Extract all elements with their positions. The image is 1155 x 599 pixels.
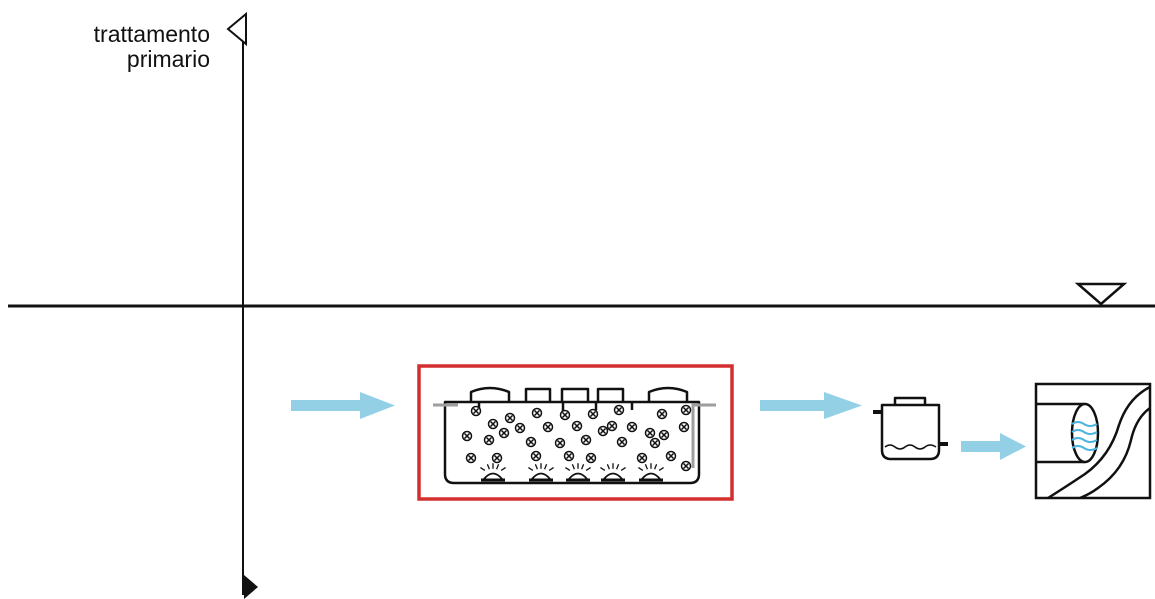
bubble — [616, 436, 628, 448]
bubble — [680, 460, 692, 472]
bubble — [656, 408, 668, 420]
bubble — [636, 452, 648, 464]
bubble — [597, 425, 609, 437]
settling-tank-icon — [873, 396, 948, 461]
water-flow-lines — [1071, 421, 1098, 451]
highlight-box — [417, 364, 734, 501]
diffuser — [528, 463, 554, 482]
bubble — [531, 407, 543, 419]
bubble — [491, 452, 503, 464]
triangle-outline-left-icon — [226, 11, 247, 47]
bubble — [461, 430, 473, 442]
bubble — [678, 421, 690, 433]
bubble — [483, 434, 495, 446]
bubble — [587, 408, 599, 420]
bubble — [542, 421, 554, 433]
bubble — [585, 452, 597, 464]
tank-outlet-pipe — [691, 403, 716, 468]
bubble — [504, 412, 516, 424]
ground-level-triangle-icon — [1074, 282, 1128, 306]
bubble — [571, 420, 583, 432]
bubble — [665, 450, 677, 462]
air-diffusers — [480, 463, 664, 482]
bubble — [554, 437, 566, 449]
axis-label-line2: primario — [126, 46, 210, 72]
flow-arrow-2 — [760, 392, 862, 419]
diffuser — [480, 463, 506, 482]
aeration-bubbles — [461, 404, 692, 472]
bubble — [580, 434, 592, 446]
bubble — [606, 420, 618, 432]
bubble — [525, 436, 537, 448]
bubble — [626, 421, 638, 433]
diffuser — [638, 463, 664, 482]
flow-arrow-3 — [961, 433, 1026, 460]
aerated-treatment-tank-icon — [443, 386, 701, 485]
bubble — [658, 429, 670, 441]
bubble — [514, 422, 526, 434]
diffuser — [600, 463, 626, 482]
bubble — [680, 404, 692, 416]
axis-label-line1: trattamento — [93, 21, 210, 47]
bubble — [649, 437, 661, 449]
bubble — [613, 404, 625, 416]
bubble — [465, 452, 477, 464]
triangle-filled-right-icon — [244, 575, 258, 599]
bubble — [644, 427, 656, 439]
flow-arrow-1 — [291, 392, 395, 419]
bubble — [487, 418, 499, 430]
bubble — [498, 427, 510, 439]
bubble — [563, 450, 575, 462]
bubble — [559, 409, 571, 421]
axis-label: trattamento primario — [94, 22, 210, 72]
diffuser — [565, 463, 591, 482]
bubble — [470, 405, 482, 417]
bubble — [530, 450, 542, 462]
